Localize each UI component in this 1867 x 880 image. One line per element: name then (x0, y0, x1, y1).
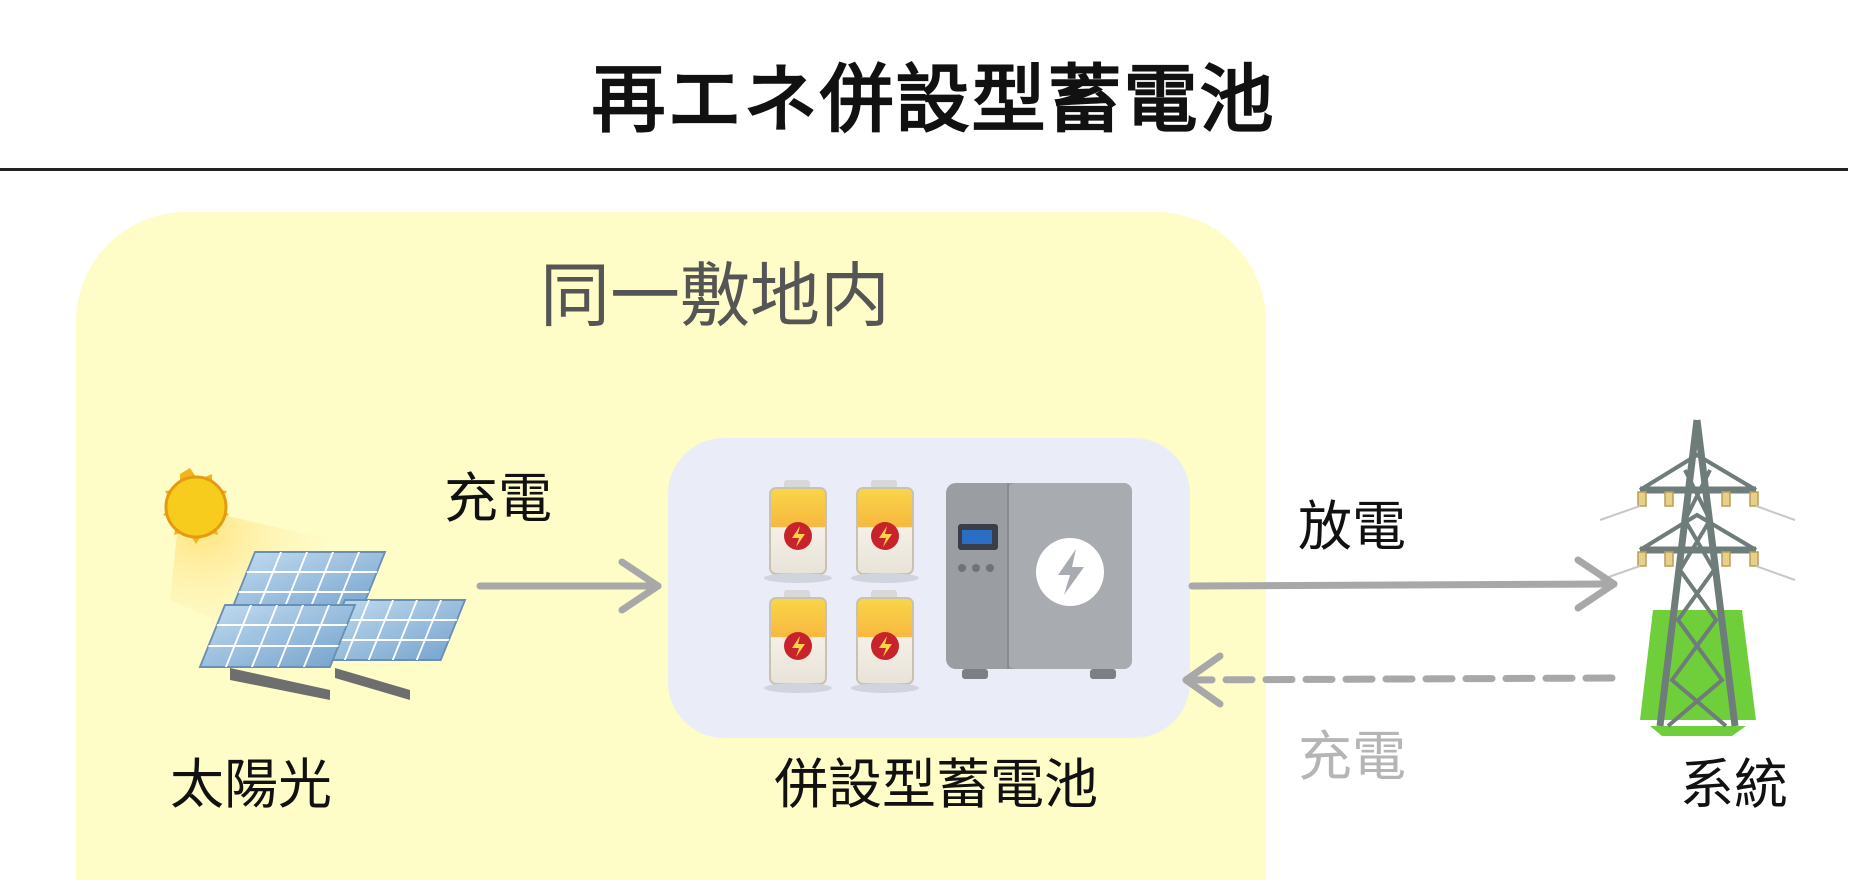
arrow-storage-to-grid (1188, 556, 1618, 612)
page-title: 再エネ併設型蓄電池 (591, 57, 1276, 143)
battery-storage-icon (764, 480, 1132, 693)
solar-label: 太陽光 (170, 753, 332, 816)
charge-label-solar: 充電 (444, 467, 552, 530)
transmission-tower-icon (1599, 419, 1796, 736)
sun-icon (163, 468, 229, 544)
arrow-grid-to-storage (1182, 652, 1616, 708)
same-site-label: 同一敷地内 (540, 255, 890, 337)
grid-label: 系統 (1680, 753, 1788, 816)
charge-label-grid: 充電 (1298, 725, 1406, 788)
discharge-label: 放電 (1298, 495, 1406, 558)
title-divider (0, 168, 1848, 171)
solar-panel-icon (163, 468, 467, 700)
storage-label: 併設型蓄電池 (774, 753, 1098, 816)
arrow-solar-to-storage (476, 558, 662, 614)
